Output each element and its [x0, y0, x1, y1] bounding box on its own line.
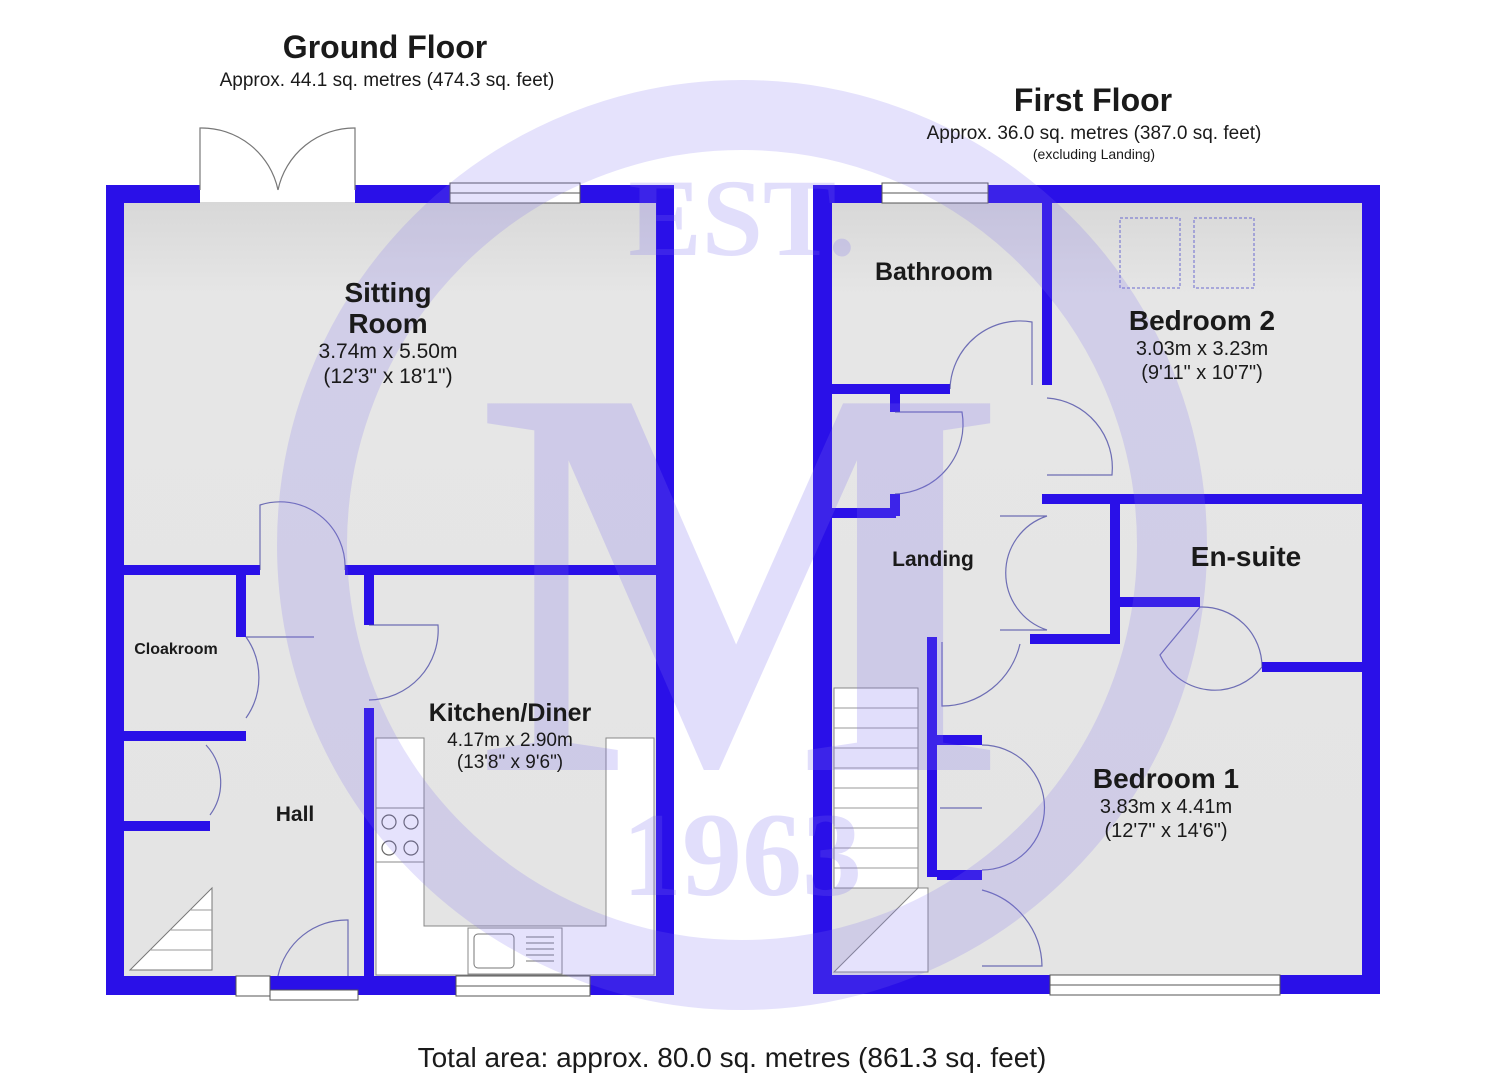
sink — [467, 927, 563, 975]
ground-floor-title: Ground Floor — [283, 29, 487, 65]
stairs — [832, 687, 929, 973]
first-floor-area — [832, 203, 1362, 975]
bedroom2-imperial: (9'11" x 10'7") — [1141, 362, 1263, 384]
front-door — [277, 919, 349, 977]
window — [235, 975, 271, 997]
watermark-letter: M — [478, 272, 1007, 892]
watermark-est: EST. — [628, 157, 855, 279]
first-floor-title: First Floor — [1014, 82, 1172, 118]
bedroom1-imperial: (12'7" x 14'6") — [1104, 820, 1227, 842]
wall — [106, 185, 236, 995]
bedroom1-metric: 3.83m x 4.41m — [1100, 796, 1232, 818]
wardrobe-doors — [940, 744, 1046, 871]
kitchen-imperial: (13'8" x 9'6") — [457, 752, 563, 773]
bathroom-label: Bathroom — [875, 258, 993, 286]
wall — [832, 508, 896, 518]
cupboard-doors — [1000, 515, 1048, 631]
wall — [124, 821, 210, 831]
wall — [937, 735, 982, 745]
skylight — [1119, 217, 1181, 289]
cloakroom-label: Cloakroom — [134, 641, 218, 658]
hall-label: Hall — [276, 803, 315, 826]
skylight — [1193, 217, 1255, 289]
door — [949, 320, 1033, 390]
door — [259, 501, 346, 571]
wall — [832, 384, 950, 394]
first-floor-area: Approx. 36.0 sq. metres (387.0 sq. feet) — [927, 123, 1262, 144]
watermark-ring — [277, 80, 1207, 1010]
first-floor-note: (excluding Landing) — [1033, 146, 1155, 162]
door — [368, 624, 439, 701]
ground-floor-plan — [106, 127, 674, 1001]
sitting-room-imperial: (12'3" x 18'1") — [323, 365, 452, 388]
wall — [927, 637, 937, 877]
door — [941, 642, 1021, 707]
wall — [124, 731, 246, 741]
wall — [1120, 597, 1200, 607]
wall — [1030, 634, 1120, 644]
watermark: EST. M 1963 — [277, 80, 1207, 1010]
ground-floor-area: Approx. 44.1 sq. metres (474.3 sq. feet) — [220, 70, 555, 91]
wall — [358, 976, 456, 995]
ensuite-label: En-suite — [1191, 541, 1301, 572]
wall — [890, 494, 900, 516]
wall — [890, 394, 900, 412]
wall — [124, 565, 260, 575]
wall — [364, 575, 374, 625]
hob-ring — [381, 840, 397, 856]
bedroom2-label: Bedroom 2 — [1129, 305, 1275, 336]
door — [245, 636, 314, 719]
sitting-room-label: Sitting — [344, 277, 431, 308]
french-door — [199, 127, 279, 191]
sitting-room-label-line2: Room — [348, 308, 427, 339]
total-area: Total area: approx. 80.0 sq. metres (861… — [418, 1042, 1047, 1073]
bedroom1-label: Bedroom 1 — [1093, 763, 1239, 794]
landing-label: Landing — [892, 548, 974, 571]
door — [1046, 397, 1113, 476]
door — [1159, 606, 1263, 691]
wall — [345, 565, 656, 575]
door — [205, 744, 222, 816]
kitchen-label: Kitchen/Diner — [429, 699, 592, 727]
wall — [364, 708, 374, 976]
wall — [1042, 494, 1362, 504]
wall — [1262, 662, 1362, 672]
hob-ring — [381, 814, 397, 830]
wall — [937, 870, 982, 880]
wall — [236, 565, 246, 637]
door — [981, 889, 1043, 967]
door — [894, 411, 964, 495]
hob-ring — [403, 840, 419, 856]
hob-ring — [403, 814, 419, 830]
wall — [1042, 203, 1052, 385]
watermark-year: 1963 — [622, 788, 862, 921]
kitchen-metric: 4.17m x 2.90m — [447, 730, 573, 751]
first-floor-plan — [813, 182, 1380, 996]
bedroom2-metric: 3.03m x 3.23m — [1136, 338, 1268, 360]
wall — [1110, 504, 1120, 644]
sitting-room-metric: 3.74m x 5.50m — [319, 340, 458, 363]
